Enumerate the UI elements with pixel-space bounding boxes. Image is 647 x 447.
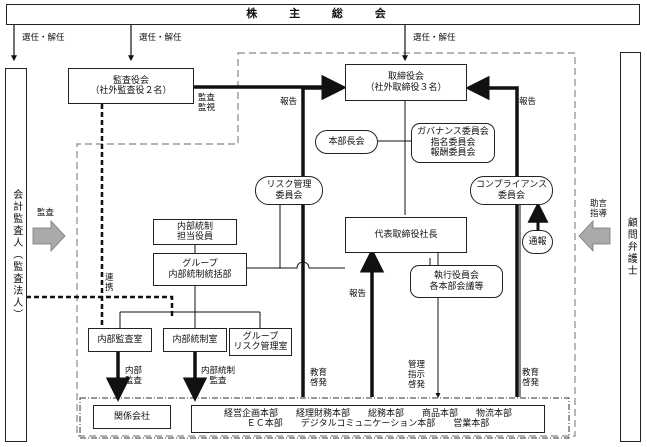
shareholders-meeting: 株 主 総 会 bbox=[6, 4, 640, 25]
compliance-committee-box: コンプライアンス 委員会 bbox=[470, 176, 553, 205]
management-label: 管理 指示 啓発 bbox=[408, 360, 426, 390]
executive-meeting-box: 執行役員会 各本部会議等 bbox=[410, 265, 503, 298]
accounting-auditor: 会計監査人（監査法人） bbox=[5, 68, 27, 442]
report-president-label: 報告 bbox=[349, 289, 367, 299]
risk-committee-box: リスク管理 委員会 bbox=[255, 176, 323, 205]
elect-label-3: 選任・解任 bbox=[413, 33, 456, 43]
group-outline bbox=[79, 397, 570, 439]
legal-counsel: 顧問弁護士 bbox=[620, 52, 641, 442]
education-label-2: 教育 啓発 bbox=[522, 368, 540, 388]
control-connector bbox=[247, 261, 345, 269]
divisions-box: 経営企画本部 経理財務本部 総務本部 商品本部 物流本部 ＥＣ本部 デジタルコミ… bbox=[191, 405, 545, 433]
advice-grey-arrow bbox=[578, 219, 611, 253]
audit-label: 監査 bbox=[37, 208, 55, 218]
internal-control-action-label: 内部統制 監査 bbox=[201, 366, 236, 386]
audit-supervise-label: 監査 監視 bbox=[198, 93, 216, 113]
elect-label-1: 選任・解任 bbox=[22, 33, 65, 43]
internal-control-office-box: 内部統制室 bbox=[163, 328, 227, 352]
internal-audit-office-box: 内部監査室 bbox=[88, 328, 152, 352]
president-box: 代表取締役社長 bbox=[345, 217, 467, 253]
audit-board-box: 監査役会 （社外監査役２名） bbox=[68, 68, 194, 104]
report-right-arrow bbox=[465, 75, 519, 397]
liaison-label: 連 携 bbox=[105, 273, 114, 293]
report-left-label: 報告 bbox=[280, 97, 298, 107]
liaison-dashed-horizontal bbox=[26, 295, 174, 316]
board-of-directors-box: 取締役会 （社外取締役３名） bbox=[345, 64, 467, 101]
whistleblow-box: 通報 bbox=[522, 230, 553, 254]
affiliates-box: 関係会社 bbox=[93, 405, 171, 429]
group-internal-control-box: グループ 内部統制統括部 bbox=[153, 253, 247, 286]
report-right-label: 報告 bbox=[519, 97, 537, 107]
audit-grey-arrow bbox=[32, 219, 66, 253]
elect-label-2: 選任・解任 bbox=[139, 33, 182, 43]
hq-meeting-box: 本部長会 bbox=[315, 130, 378, 154]
advice-label: 助言 指導 bbox=[590, 199, 608, 219]
company-boundary bbox=[76, 52, 576, 437]
group-risk-office-box: グループ リスク管理室 bbox=[229, 328, 292, 356]
internal-control-officer-box: 内部統制 担当役員 bbox=[153, 219, 237, 245]
governance-committee-box: ガバナンス委員会 指名委員会 報酬委員会 bbox=[411, 123, 495, 163]
education-label-1: 教育 啓発 bbox=[310, 368, 328, 388]
internal-audit-action-label: 内部 監査 bbox=[125, 366, 143, 386]
